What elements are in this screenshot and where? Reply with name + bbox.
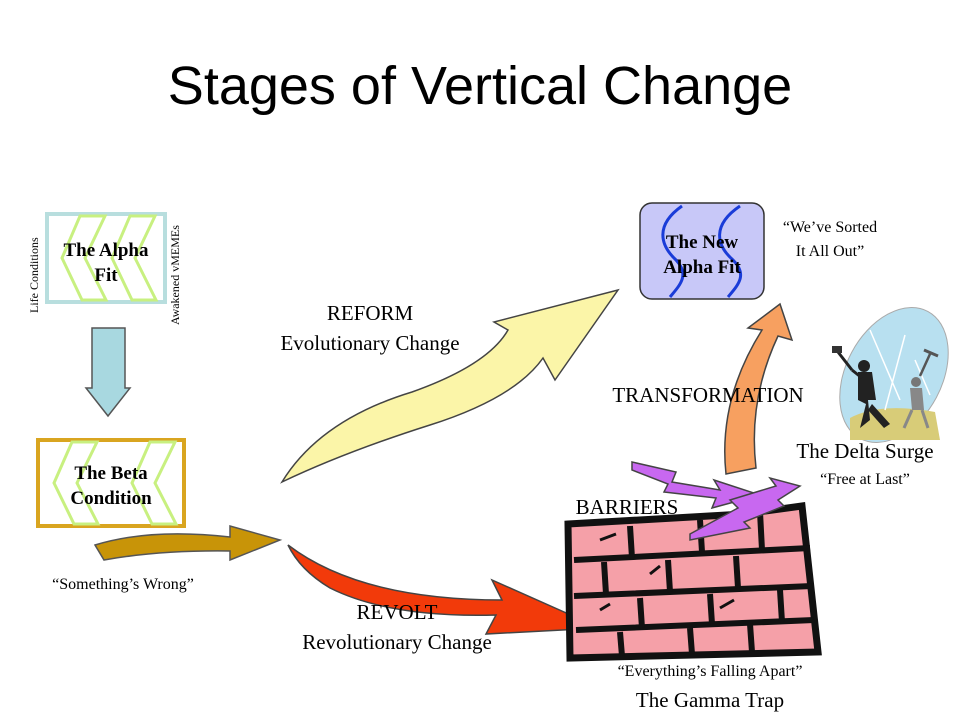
alpha-right-zigzag: [110, 214, 159, 302]
new-alpha-left-curve: [661, 204, 685, 298]
new-alpha-fit-frame: [639, 202, 765, 300]
delta-surge-ground: [850, 408, 940, 440]
beta-condition-box: [36, 438, 186, 528]
life-conditions-label: Life Conditions: [27, 237, 41, 313]
alpha-fit-label-line2: Fit: [94, 265, 118, 286]
new-alpha-right-curve: [718, 204, 743, 298]
awakened-vmemes-label: Awakened vMEMEs: [168, 225, 182, 325]
transformation-label: TRANSFORMATION: [612, 383, 804, 407]
revolt-label-line2: Revolutionary Change: [302, 630, 492, 654]
wall-cracks: [599, 532, 735, 612]
sorted-out-quote-line1: “We’ve Sorted: [782, 219, 878, 236]
beta-condition-label: The Beta Condition: [40, 461, 182, 511]
new-alpha-fit-box: [639, 202, 765, 300]
beta-right-zigzag: [130, 440, 179, 526]
transformation-arrow: [724, 302, 794, 475]
revolt-label-line1: REVOLT: [356, 600, 438, 624]
new-alpha-fit-label: The New Alpha Fit: [642, 230, 762, 280]
reform-arrow: [280, 288, 620, 484]
delta-surge-label: The Delta Surge: [796, 439, 934, 463]
figure-with-pickaxe: [902, 348, 939, 429]
barriers-label: BARRIERS: [575, 495, 679, 519]
reform-label-line2: Evolutionary Change: [280, 331, 460, 355]
something-wrong-quote: “Something’s Wrong”: [52, 576, 194, 593]
new-alpha-fit-label-line2: Alpha Fit: [663, 257, 741, 278]
beta-condition-label-line2: Condition: [70, 488, 152, 509]
figure-with-hammer: [832, 346, 890, 428]
alpha-fit-box: [45, 212, 167, 304]
brick-wall: [564, 502, 822, 662]
new-alpha-fit-label-line1: The New: [665, 232, 739, 253]
delta-surge-rays: [869, 329, 931, 411]
gamma-trap-label: The Gamma Trap: [635, 688, 785, 712]
delta-surge-illustration: [832, 307, 949, 443]
beta-arrow: [93, 525, 283, 562]
alpha-fit-label: The Alpha Fit: [50, 238, 162, 288]
alpha-fit-label-line1: The Alpha: [63, 240, 149, 261]
sorted-out-quote: “We’ve Sorted It All Out”: [760, 216, 900, 264]
down-arrow: [84, 327, 132, 418]
beta-left-zigzag: [52, 440, 101, 526]
alpha-left-zigzag: [60, 214, 109, 302]
lightning-bolt-2: [689, 476, 802, 541]
revolt-arrow: [287, 544, 601, 635]
reform-label-line1: REFORM: [326, 301, 414, 325]
reform-label: REFORM Evolutionary Change: [250, 298, 490, 358]
sorted-out-quote-line2: It All Out”: [795, 243, 865, 260]
free-at-last-quote: “Free at Last”: [820, 471, 910, 488]
falling-apart-quote: “Everything’s Falling Apart”: [617, 663, 803, 680]
page-title: Stages of Vertical Change: [167, 56, 793, 116]
beta-condition-label-line1: The Beta: [74, 463, 148, 484]
wall-courses: [573, 545, 815, 633]
revolt-label: REVOLT Revolutionary Change: [272, 597, 522, 657]
